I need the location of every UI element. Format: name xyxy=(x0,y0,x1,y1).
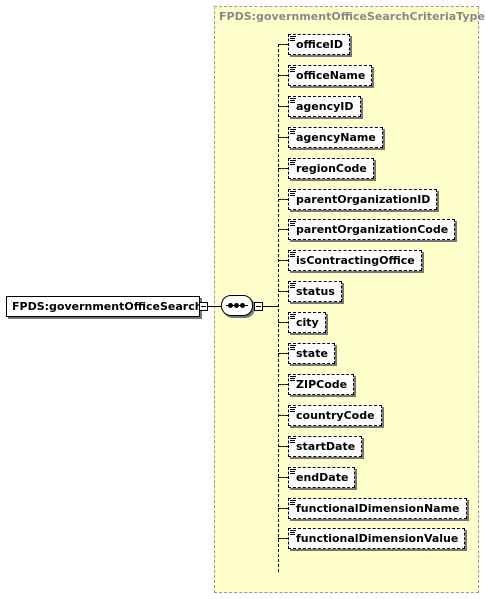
element-parentOrganizationCode[interactable]: parentOrganizationCode xyxy=(288,219,456,240)
element-list-icon xyxy=(290,500,296,505)
child-connector xyxy=(278,260,288,261)
root-collapse-icon[interactable] xyxy=(199,302,208,311)
element-list-icon xyxy=(290,98,296,103)
child-connector xyxy=(278,44,288,45)
element-list-icon xyxy=(290,376,296,381)
element-ZIPCode[interactable]: ZIPCode xyxy=(288,374,355,395)
element-label: state xyxy=(296,347,328,360)
element-agencyID[interactable]: agencyID xyxy=(288,96,361,117)
element-officeID[interactable]: officeID xyxy=(288,34,351,55)
element-endDate[interactable]: endDate xyxy=(288,467,356,488)
root-connector xyxy=(208,306,221,307)
element-list-icon xyxy=(290,469,296,474)
element-label: ZIPCode xyxy=(296,378,348,391)
complex-type-title: FPDS:governmentOfficeSearchCriteriaType xyxy=(219,10,485,23)
sequence-icon[interactable] xyxy=(221,295,253,316)
child-connector xyxy=(278,106,288,107)
child-connector xyxy=(278,353,288,354)
element-list-icon xyxy=(290,314,296,319)
element-label: isContractingOffice xyxy=(296,254,415,267)
element-label: status xyxy=(296,285,335,298)
element-list-icon xyxy=(290,283,296,288)
child-connector xyxy=(278,199,288,200)
children-trunk-line xyxy=(278,44,279,572)
element-city[interactable]: city xyxy=(288,312,326,333)
sequence-collapse-icon[interactable] xyxy=(254,302,263,311)
element-isContractingOffice[interactable]: isContractingOffice xyxy=(288,250,422,271)
element-regionCode[interactable]: regionCode xyxy=(288,158,374,179)
element-list-icon xyxy=(290,407,296,412)
element-list-icon xyxy=(290,36,296,41)
element-startDate[interactable]: startDate xyxy=(288,436,363,457)
child-connector xyxy=(278,168,288,169)
child-connector xyxy=(278,508,288,509)
child-connector xyxy=(278,415,288,416)
element-list-icon xyxy=(290,67,296,72)
element-list-icon xyxy=(290,252,296,257)
child-connector xyxy=(278,229,288,230)
element-label: agencyName xyxy=(296,131,376,144)
sequence-connector xyxy=(263,306,278,307)
child-connector xyxy=(278,137,288,138)
element-list-icon xyxy=(290,438,296,443)
element-label: officeID xyxy=(296,38,344,51)
element-list-icon xyxy=(290,191,296,196)
element-label: endDate xyxy=(296,471,349,484)
child-connector xyxy=(278,538,288,539)
element-label: functionalDimensionName xyxy=(296,502,460,515)
element-status[interactable]: status xyxy=(288,281,342,302)
child-connector xyxy=(278,446,288,447)
root-element[interactable]: FPDS:governmentOfficeSearchCr... xyxy=(6,296,200,317)
element-list-icon xyxy=(290,345,296,350)
child-connector xyxy=(278,322,288,323)
element-label: functionalDimensionValue xyxy=(296,532,459,545)
element-list-icon xyxy=(290,221,296,226)
element-list-icon xyxy=(290,129,296,134)
element-functionalDimensionName[interactable]: functionalDimensionName xyxy=(288,498,467,519)
element-label: parentOrganizationCode xyxy=(296,223,449,236)
element-label: regionCode xyxy=(296,162,367,175)
element-label: city xyxy=(296,316,319,329)
element-label: countryCode xyxy=(296,409,375,422)
element-officeName[interactable]: officeName xyxy=(288,65,373,86)
child-connector xyxy=(278,75,288,76)
child-connector xyxy=(278,477,288,478)
element-list-icon xyxy=(290,160,296,165)
element-label: officeName xyxy=(296,69,366,82)
element-agencyName[interactable]: agencyName xyxy=(288,127,383,148)
element-label: startDate xyxy=(296,440,356,453)
element-list-icon xyxy=(290,530,296,535)
element-parentOrganizationID[interactable]: parentOrganizationID xyxy=(288,189,438,210)
element-state[interactable]: state xyxy=(288,343,335,364)
child-connector xyxy=(278,291,288,292)
child-connector xyxy=(278,384,288,385)
element-countryCode[interactable]: countryCode xyxy=(288,405,382,426)
element-label: parentOrganizationID xyxy=(296,193,431,206)
element-label: agencyID xyxy=(296,100,354,113)
element-functionalDimensionValue[interactable]: functionalDimensionValue xyxy=(288,528,466,549)
